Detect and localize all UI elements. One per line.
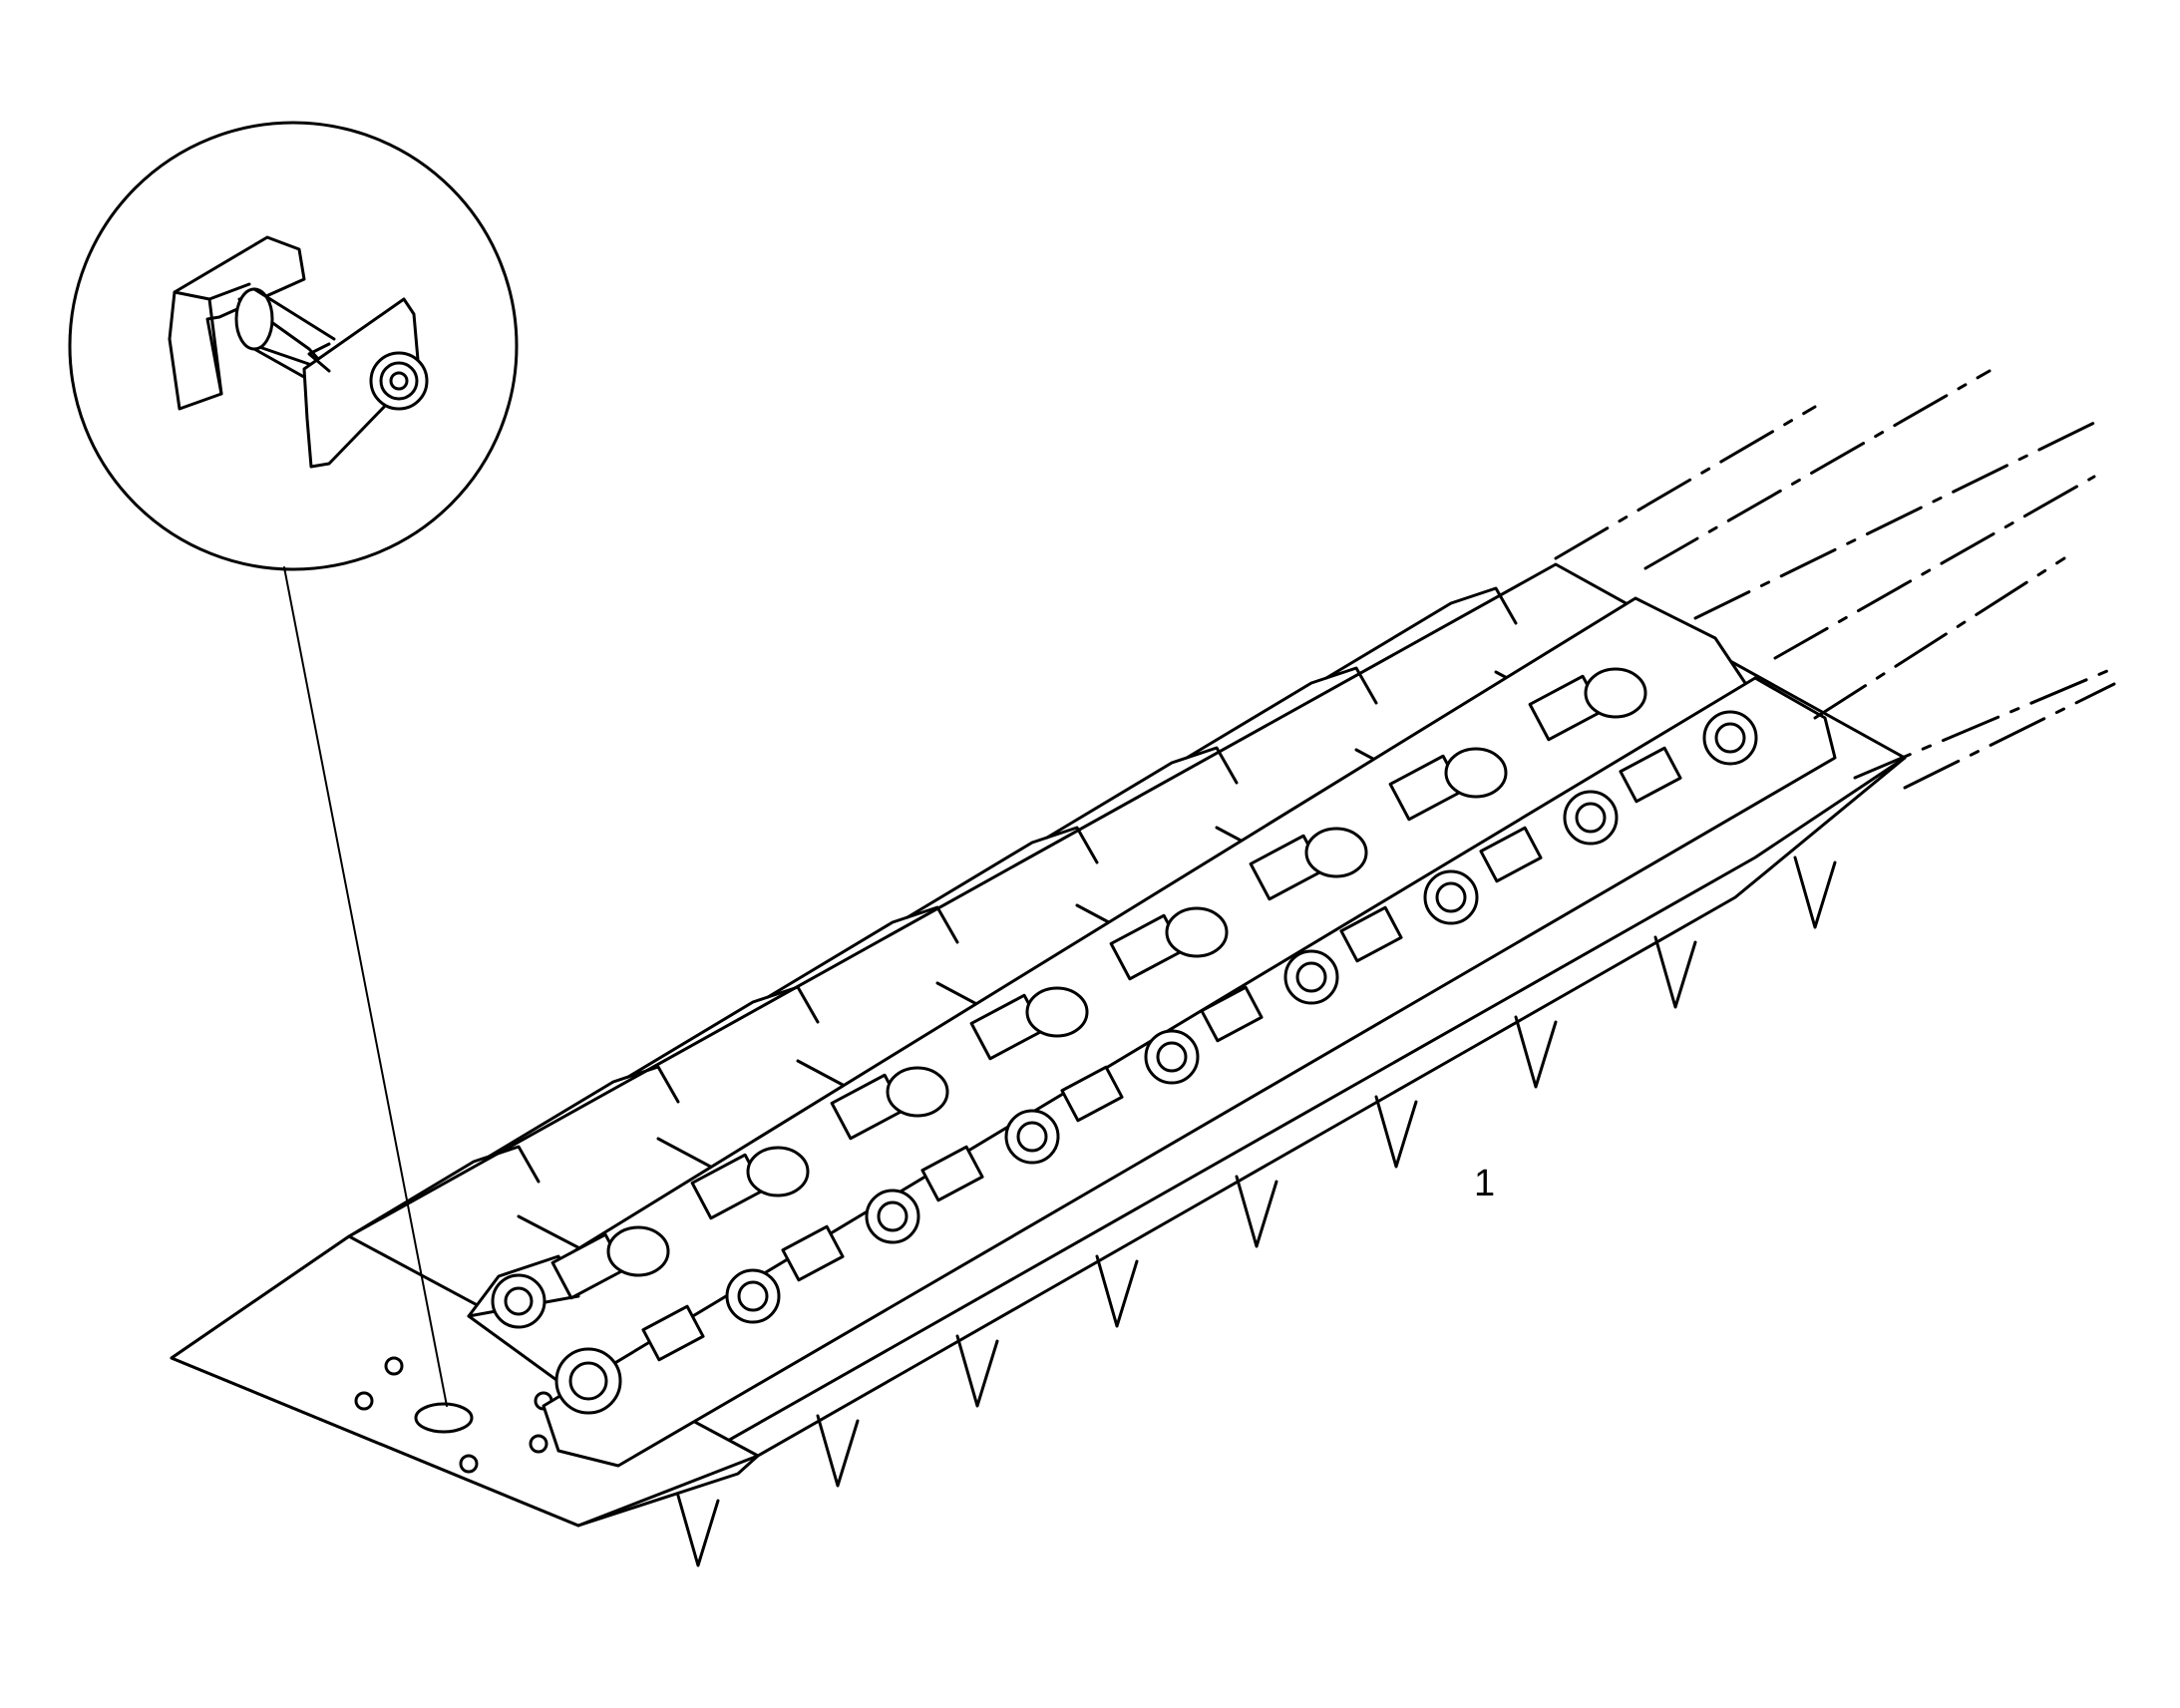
chain-rear-rail: [467, 596, 1757, 1398]
callout-label-1: 1: [1474, 1163, 1496, 1204]
pin-assembly-detail: [168, 235, 429, 469]
pin-ends: [725, 710, 1758, 1324]
detail-view: [68, 121, 519, 1407]
continuation-lines: [1554, 369, 2116, 790]
chain-front-rail: [542, 676, 1837, 1468]
detail-leader-line: [283, 566, 448, 1407]
link-windows: [641, 746, 1682, 1362]
